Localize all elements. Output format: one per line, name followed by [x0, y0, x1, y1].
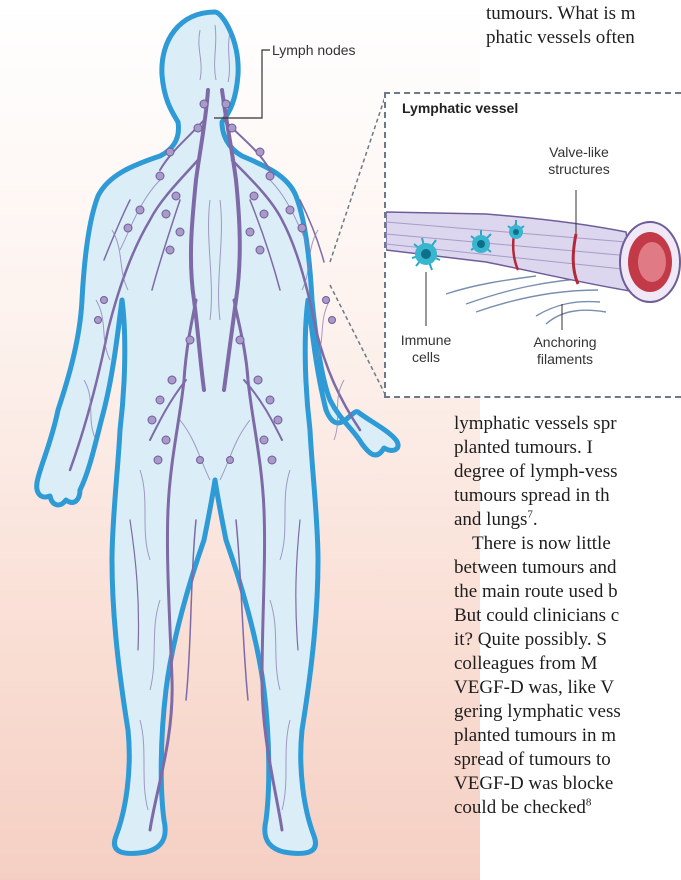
text-line: and lungs7. — [454, 508, 621, 532]
inset-connector-bottom — [330, 285, 386, 396]
footnote-ref: 7 — [527, 509, 533, 521]
text-line: phatic vessels often — [486, 26, 636, 50]
body-silhouette — [37, 12, 398, 853]
text-line: But could clinicians c — [454, 604, 621, 628]
text-top: tumours. What is m phatic vessels often — [486, 2, 636, 50]
text-line: VEGF-D was blocke — [454, 772, 621, 796]
text-line: between tumours and — [454, 556, 621, 580]
lymph-nodes-label: Lymph nodes — [272, 42, 356, 58]
text-line: planted tumours. I — [454, 436, 621, 460]
text-line: lymphatic vessels spr — [454, 412, 621, 436]
text-line: tumours spread in th — [454, 484, 621, 508]
lymphatic-vessel-inset: Lymphatic vessel — [384, 92, 681, 398]
footnote-ref: 8 — [586, 797, 592, 809]
text-line: VEGF-D was, like V — [454, 676, 621, 700]
text-line: colleagues from M — [454, 652, 621, 676]
text-line: tumours. What is m — [486, 2, 636, 26]
text-line: could be checked8 — [454, 796, 621, 820]
text-line: degree of lymph-vess — [454, 460, 621, 484]
text-line: spread of tumours to — [454, 748, 621, 772]
text-line: There is now little — [454, 532, 621, 556]
text-right: lymphatic vessels spr planted tumours. I… — [454, 412, 621, 820]
anchoring-filaments — [446, 276, 606, 324]
text-line: it? Quite possibly. S — [454, 628, 621, 652]
text-line: gering lymphatic vess — [454, 700, 621, 724]
text-line: planted tumours in m — [454, 724, 621, 748]
inset-connector-top — [330, 94, 386, 262]
text-line: the main route used b — [454, 580, 621, 604]
